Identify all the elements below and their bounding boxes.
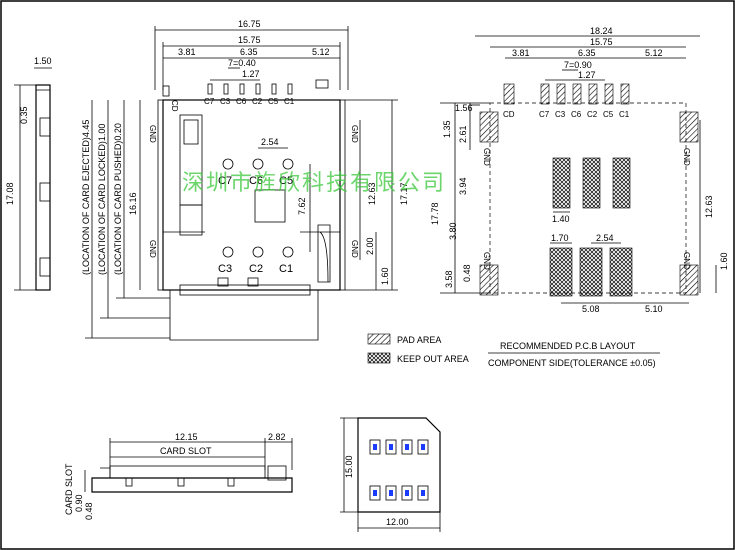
pcb-d3: 2.61 bbox=[458, 125, 468, 143]
pcb-pin-c5: C5 bbox=[603, 110, 614, 119]
slot-label: CARD SLOT bbox=[160, 446, 212, 456]
slot-side-label: CARD SLOT bbox=[64, 463, 74, 515]
top-w7: 1.27 bbox=[242, 69, 260, 79]
pcb-d15: 5.10 bbox=[645, 304, 663, 314]
pcb-gnd-br: GND bbox=[682, 252, 691, 270]
loc-ejected: (LOCATION OF CARD EJECTED)4.45 bbox=[81, 120, 91, 275]
top-pin-c2: C2 bbox=[252, 97, 263, 106]
pcb-d8: 1.40 bbox=[552, 214, 570, 224]
pcb-pin-c2: C2 bbox=[587, 110, 598, 119]
top-h1: 16.16 bbox=[128, 192, 138, 215]
slot-d3: 0.90 bbox=[74, 494, 84, 512]
sim-width: 12.00 bbox=[386, 517, 409, 527]
pcb-d11: 0.48 bbox=[462, 264, 472, 282]
sim-card-view: 15.00 12.00 bbox=[340, 417, 441, 532]
side-d2: 0.35 bbox=[19, 106, 29, 124]
gnd-left-top: GND bbox=[148, 125, 157, 143]
contact-c1: C1 bbox=[279, 263, 293, 275]
legend-recommended: RECOMMENDED P.C.B LAYOUT bbox=[500, 341, 636, 351]
pcb-d10: 2.54 bbox=[596, 233, 614, 243]
side-view: 1.50 0.35 17.08 bbox=[5, 56, 52, 291]
pcb-d5: 17.78 bbox=[430, 202, 440, 225]
top-h4: 7.62 bbox=[297, 197, 307, 215]
pcb-pin-c1: C1 bbox=[619, 110, 630, 119]
contact-dots bbox=[222, 158, 294, 258]
gnd-right-top: GND bbox=[350, 125, 359, 143]
top-pin-c7: C7 bbox=[204, 97, 215, 106]
top-h3: 17.17 bbox=[399, 182, 409, 205]
pcb-d12: 3.58 bbox=[444, 270, 454, 288]
slot-d1: 12.15 bbox=[175, 432, 198, 442]
pcb-pin-cd: CD bbox=[503, 110, 515, 119]
sim-height: 15.00 bbox=[344, 455, 354, 478]
top-w6: 7=0.40 bbox=[228, 58, 256, 68]
top-pin-c6: C6 bbox=[236, 97, 247, 106]
loc-locked: (LOCATION OF CARD LOCKED)1.00 bbox=[97, 124, 107, 275]
sim-contacts-bottom bbox=[369, 485, 429, 501]
pcb-gnd-tl: GND bbox=[482, 148, 491, 166]
pcb-gnd-bl: GND bbox=[482, 252, 491, 270]
pcb-d2: 1.35 bbox=[442, 120, 452, 138]
contact-c2: C2 bbox=[249, 263, 263, 275]
loc-pushed: (LOCATION OF CARD PUSHED)0.20 bbox=[113, 123, 123, 275]
top-pin-cd: CD bbox=[170, 100, 179, 112]
pcb-d1: 1.56 bbox=[455, 103, 473, 113]
top-w2: 15.75 bbox=[238, 35, 261, 45]
connector-top-view: 16.75 15.75 3.81 6.35 5.12 7=0.40 1.27 C… bbox=[81, 19, 409, 341]
pcb-d13: 1.60 bbox=[719, 252, 729, 270]
top-h5: 2.00 bbox=[365, 237, 375, 255]
contact-c5: C5 bbox=[279, 175, 293, 187]
top-h2: 12.63 bbox=[367, 182, 377, 205]
watermark: 深圳市旌欣科技有限公司 bbox=[182, 170, 446, 195]
pcb-w4: 6.35 bbox=[578, 48, 596, 58]
top-pin-c5: C5 bbox=[268, 97, 279, 106]
pcb-w5: 5.12 bbox=[645, 48, 663, 58]
gnd-left-bottom: GND bbox=[148, 240, 157, 258]
legend-keep-out: KEEP OUT AREA bbox=[397, 354, 469, 364]
legend-component-side: COMPONENT SIDE(TOLERANCE ±0.05) bbox=[488, 358, 656, 368]
pcb-d9: 1.70 bbox=[551, 233, 569, 243]
pcb-w6: 7=0.90 bbox=[564, 60, 592, 70]
pcb-pin-c6: C6 bbox=[571, 110, 582, 119]
card-slot-view: 12.15 2.82 CARD SLOT CARD SLOT 0.90 0.48 bbox=[64, 432, 293, 520]
pcb-pin-c3: C3 bbox=[555, 110, 566, 119]
pcb-top-pads bbox=[503, 83, 630, 105]
pcb-w7: 1.27 bbox=[578, 70, 596, 80]
pcb-d7: 3.80 bbox=[448, 222, 458, 240]
top-pin-leads bbox=[162, 83, 293, 97]
top-w1: 16.75 bbox=[238, 19, 261, 29]
slot-d4: 0.48 bbox=[84, 502, 94, 520]
top-h6: 1.60 bbox=[380, 267, 390, 285]
top-w5: 5.12 bbox=[312, 47, 330, 57]
pcb-w2: 15.75 bbox=[590, 37, 613, 47]
legend-pad-area: PAD AREA bbox=[397, 335, 441, 345]
slot-d2: 2.82 bbox=[268, 432, 286, 442]
pcb-d6: 12.63 bbox=[704, 195, 714, 218]
pcb-d14: 5.08 bbox=[582, 304, 600, 314]
top-pitch: 2.54 bbox=[261, 137, 279, 147]
pcb-gnd-tr: GND bbox=[682, 148, 691, 166]
legend: PAD AREA KEEP OUT AREA RECOMMENDED P.C.B… bbox=[367, 333, 660, 368]
pcb-w3: 3.81 bbox=[512, 48, 530, 58]
side-d1: 1.50 bbox=[34, 56, 52, 66]
pcb-pin-c7: C7 bbox=[539, 110, 550, 119]
contact-c7: C7 bbox=[218, 175, 232, 187]
pcb-w1: 18.24 bbox=[590, 26, 613, 36]
top-pin-c1: C1 bbox=[284, 97, 295, 106]
pcb-layout: 18.24 15.75 3.81 6.35 5.12 7=0.90 1.27 C… bbox=[430, 26, 729, 314]
contact-c3: C3 bbox=[218, 263, 232, 275]
contact-c6: C6 bbox=[249, 175, 263, 187]
side-d3: 17.08 bbox=[5, 182, 15, 205]
top-pin-c3: C3 bbox=[220, 97, 231, 106]
pcb-d4: 3.94 bbox=[458, 177, 468, 195]
sim-contacts-top bbox=[369, 439, 429, 455]
top-w4: 6.35 bbox=[240, 47, 258, 57]
top-w3: 3.81 bbox=[178, 47, 196, 57]
gnd-right-bottom: GND bbox=[350, 240, 359, 258]
